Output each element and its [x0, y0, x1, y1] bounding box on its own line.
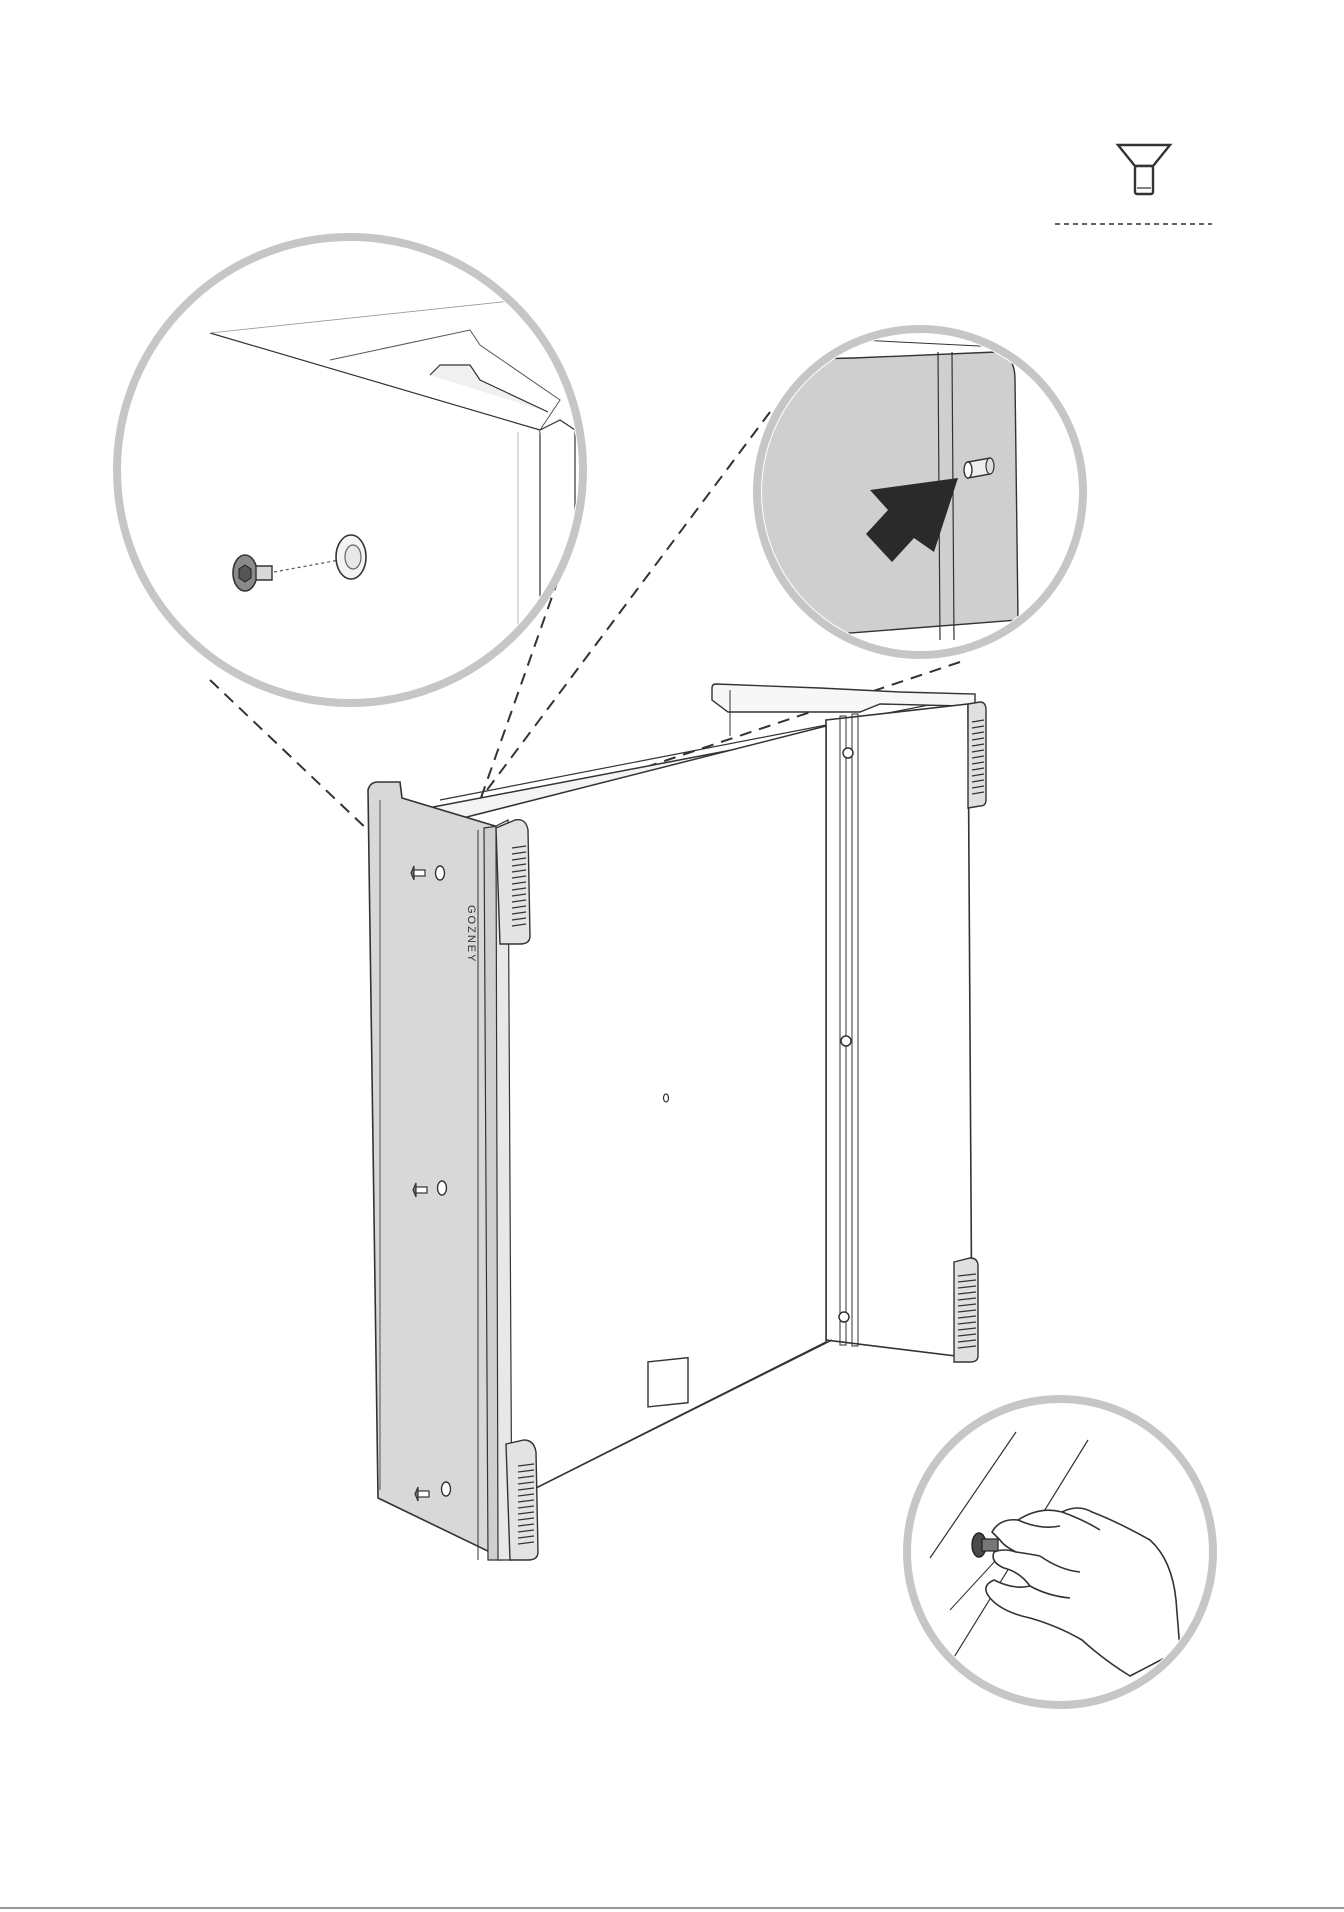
- vent-foot-top-left: [496, 820, 530, 944]
- brand-mark: GOZNEY: [465, 905, 477, 963]
- label-plate: [648, 1358, 688, 1407]
- screw-head: [843, 748, 853, 758]
- vent-foot-bottom-left: [506, 1440, 538, 1560]
- hardware-legend: [1055, 145, 1212, 224]
- screw-hole: [442, 1482, 451, 1496]
- callout-detail-screw-insert: [117, 237, 583, 703]
- callout-detail-hand-tighten: [907, 1399, 1213, 1705]
- vent-foot-top-right: [968, 702, 986, 808]
- countersunk-screw-icon: [1118, 145, 1170, 194]
- vent-foot-bottom-right: [954, 1258, 978, 1362]
- screw-head: [839, 1312, 849, 1322]
- screw-head: [841, 1036, 851, 1046]
- screw-hole: [438, 1181, 447, 1195]
- screw-hole: [436, 866, 445, 880]
- callout-detail-pin-location: [757, 320, 1083, 660]
